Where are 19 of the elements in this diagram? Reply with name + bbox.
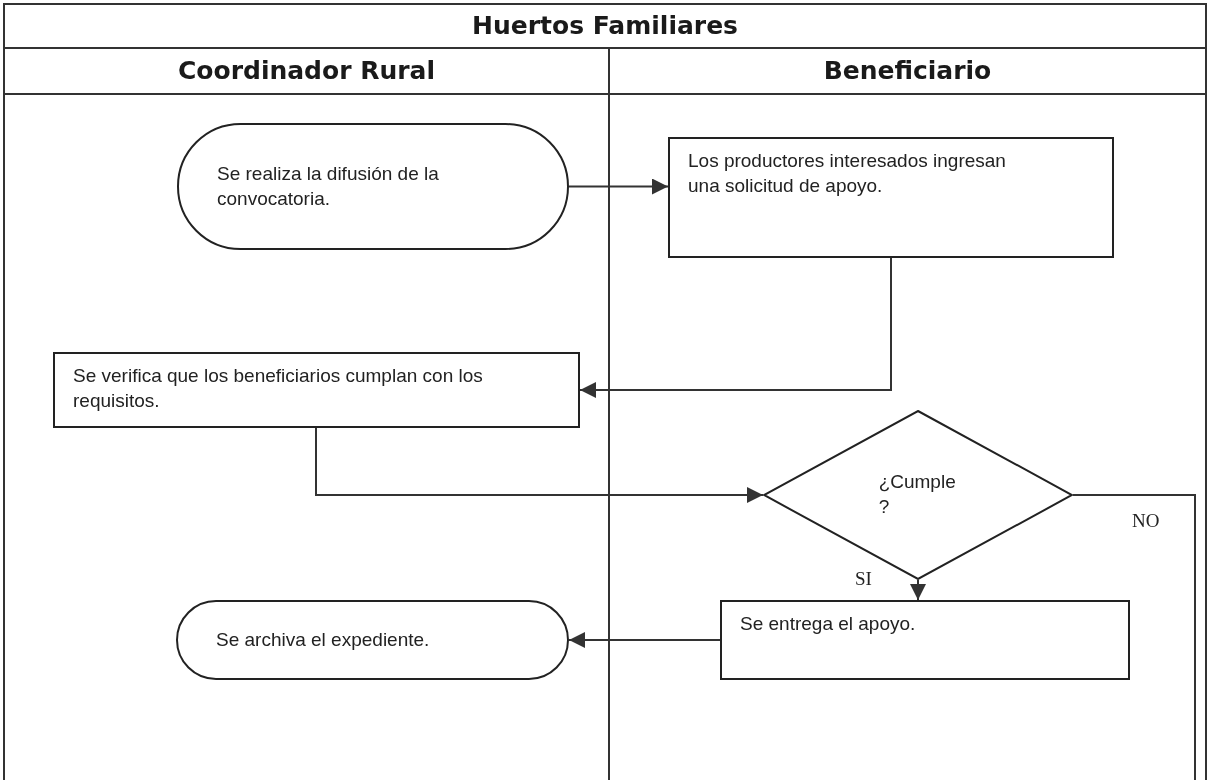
arrow [910,579,926,601]
step-text: Se verifica que los beneficiarios cumplan con los requisitos. [73,364,484,413]
step-text: Se realiza la difusión de la convocatoria. [217,161,440,211]
process-box [720,600,1130,680]
step-text: Los productores interesados ingresan una solicitud de apoyo. [688,149,1007,198]
step-text: Se archiva el expediente. [216,627,430,652]
lane-title: Beneficiario [822,55,993,87]
arrow [568,178,669,195]
swimlane [610,47,1207,780]
process-box [53,352,580,428]
connector-line [1072,494,1196,780]
process-box [668,137,1114,258]
arrow [315,427,764,503]
decision-text: ¿Cumple ? [878,470,957,519]
lane-title: Coordinador Rural [176,55,437,87]
step-text: Se entrega el apoyo. [740,612,917,636]
arrow [579,257,892,398]
swimlane [3,47,610,780]
arrow [568,632,721,648]
